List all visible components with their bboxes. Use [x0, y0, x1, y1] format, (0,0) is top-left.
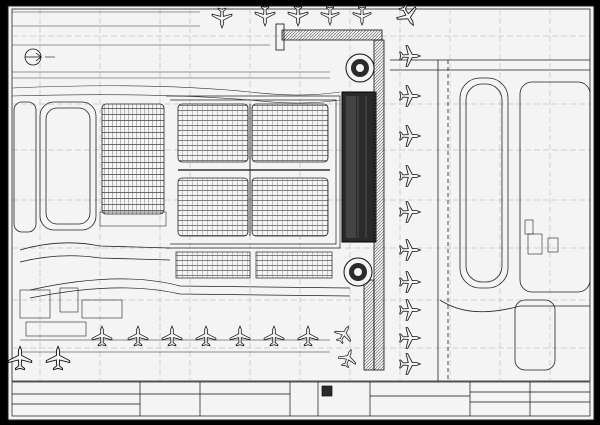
parking-lot-south: [175, 251, 333, 279]
north-arrow-icon: [24, 48, 55, 66]
concourse-pier: [275, 23, 385, 371]
satellite-rotunda-south: [343, 257, 373, 287]
title-block: [11, 381, 591, 417]
terminal-building: [341, 91, 377, 243]
apron-taxiways: [390, 59, 591, 381]
access-road: [11, 11, 341, 104]
terminal-curbside-roads: [29, 95, 351, 299]
small-building-cluster: [524, 219, 559, 255]
satellite-rotunda-north: [345, 53, 375, 83]
parking-lot-west: [99, 103, 167, 227]
parking-lot-central: [177, 103, 330, 237]
service-buildings: [19, 287, 330, 353]
landside-road-loops: [13, 101, 171, 263]
